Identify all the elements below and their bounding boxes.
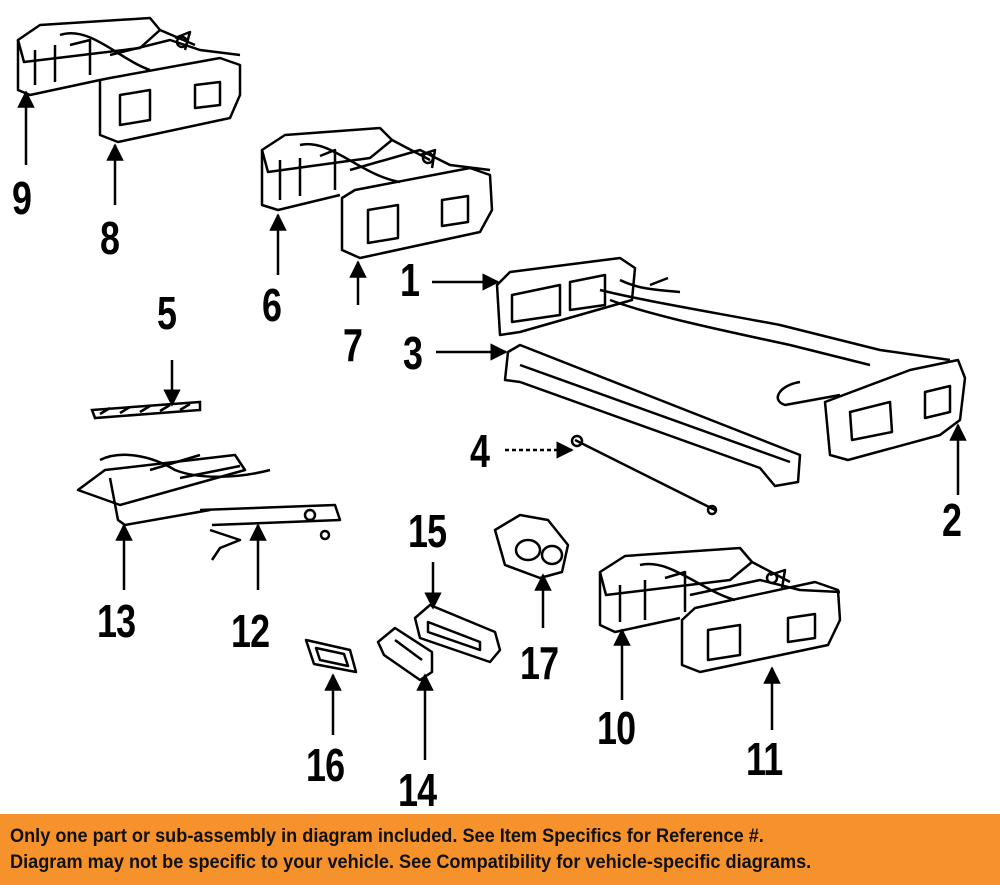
callout-13: 13 <box>97 595 136 647</box>
bracket-part-15 <box>413 603 502 664</box>
callout-6: 6 <box>262 279 282 331</box>
seat-track-assembly-top-left <box>16 16 242 144</box>
callout-1: 1 <box>400 254 420 306</box>
callout-10: 10 <box>597 702 636 754</box>
callout-17: 17 <box>520 637 559 689</box>
track-assembly-left <box>76 453 342 561</box>
callout-12: 12 <box>231 605 270 657</box>
seat-track-assembly-top-center <box>260 126 494 260</box>
seat-frame-assembly <box>495 256 967 488</box>
callout-2: 2 <box>942 494 962 546</box>
callout-7: 7 <box>343 319 363 371</box>
callout-4: 4 <box>470 425 490 477</box>
disclaimer-banner: Only one part or sub-assembly in diagram… <box>0 814 1000 885</box>
parts-diagram <box>16 16 967 760</box>
rod-part-4 <box>570 434 718 516</box>
disclaimer-line-2: Diagram may not be specific to your vehi… <box>10 851 812 873</box>
callout-8: 8 <box>100 212 120 264</box>
callout-14: 14 <box>398 764 437 816</box>
pad-part-16 <box>304 638 358 674</box>
callout-16: 16 <box>306 739 345 791</box>
bracket-part-14 <box>376 626 434 682</box>
callout-15: 15 <box>408 505 447 557</box>
callout-11: 11 <box>746 733 783 785</box>
disclaimer-line-1: Only one part or sub-assembly in diagram… <box>10 825 764 847</box>
callout-9: 9 <box>12 172 32 224</box>
knob-part-17 <box>493 513 570 580</box>
seat-track-assembly-bottom-right <box>598 546 842 674</box>
callout-5: 5 <box>157 287 177 339</box>
callout-3: 3 <box>403 327 423 379</box>
leader-arrows <box>17 90 967 760</box>
strip-part-5 <box>90 400 202 420</box>
